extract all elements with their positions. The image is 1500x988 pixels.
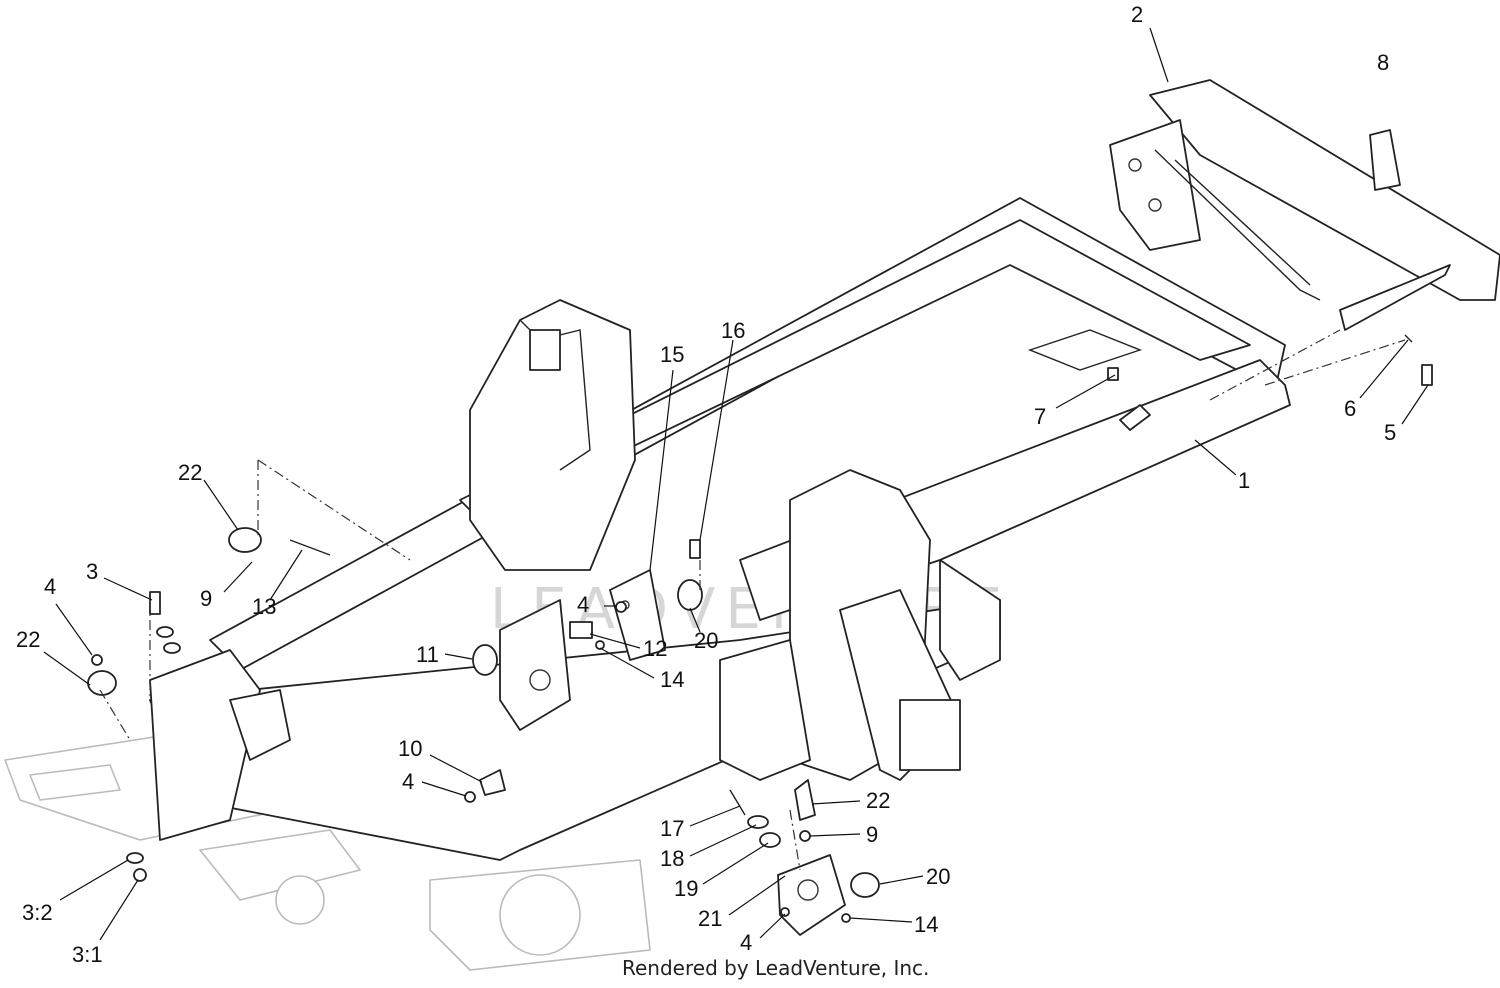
callout-20-center: 20 bbox=[694, 628, 718, 653]
callout-20-right: 20 bbox=[926, 864, 950, 889]
callout-5: 5 bbox=[1384, 420, 1396, 445]
callout-8: 8 bbox=[1377, 50, 1389, 75]
callout-7: 7 bbox=[1034, 404, 1046, 429]
callout-13: 13 bbox=[252, 594, 276, 619]
callout-19: 19 bbox=[674, 876, 698, 901]
alignment-lines bbox=[99, 329, 1406, 871]
callout-22-upper: 22 bbox=[178, 460, 202, 485]
main-frame bbox=[149, 197, 1291, 861]
callout-9-right: 9 bbox=[866, 822, 878, 847]
callout-16: 16 bbox=[721, 318, 745, 343]
callout-9-left: 9 bbox=[200, 586, 212, 611]
callout-18: 18 bbox=[660, 846, 684, 871]
callout-2: 2 bbox=[1131, 2, 1143, 27]
hardware bbox=[87, 334, 1433, 936]
callout-10: 10 bbox=[398, 736, 422, 761]
callout-17: 17 bbox=[660, 816, 684, 841]
callout-14-right: 14 bbox=[914, 912, 938, 937]
render-credit: Rendered by LeadVenture, Inc. bbox=[622, 956, 929, 980]
callout-3-2: 3:2 bbox=[22, 900, 53, 925]
callout-4-lower: 4 bbox=[402, 769, 414, 794]
callout-4-left: 4 bbox=[44, 574, 56, 599]
callout-4-bottom: 4 bbox=[740, 930, 752, 955]
callouts: 2 8 1 7 6 5 15 16 22 3 4 22 9 13 4 11 12… bbox=[16, 2, 1396, 967]
callout-14-center: 14 bbox=[660, 667, 684, 692]
callout-4-center: 4 bbox=[577, 592, 589, 617]
leader-lines bbox=[43, 27, 1429, 941]
callout-3-1: 3:1 bbox=[72, 942, 103, 967]
callout-1: 1 bbox=[1238, 468, 1250, 493]
callout-12: 12 bbox=[643, 636, 667, 661]
rear-bumper bbox=[1109, 79, 1500, 331]
callout-22-right: 22 bbox=[866, 788, 890, 813]
callout-15: 15 bbox=[660, 342, 684, 367]
callout-21: 21 bbox=[698, 906, 722, 931]
callout-6: 6 bbox=[1344, 396, 1356, 421]
callout-11: 11 bbox=[416, 642, 439, 667]
callout-22-left: 22 bbox=[16, 627, 40, 652]
callout-3: 3 bbox=[86, 559, 98, 584]
